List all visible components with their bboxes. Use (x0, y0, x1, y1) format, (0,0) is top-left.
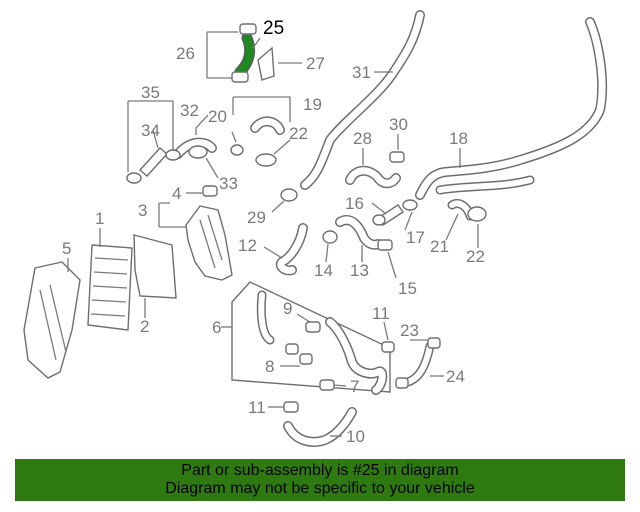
callout-31: 31 (352, 63, 371, 82)
hose-21[interactable] (447, 198, 475, 221)
hose-12[interactable] (275, 223, 308, 276)
clamp-26-lower[interactable] (231, 71, 249, 83)
shroud-3[interactable] (185, 205, 233, 281)
callout-27: 27 (306, 54, 325, 73)
callout-20: 20 (208, 107, 227, 126)
clamp-8-b[interactable] (299, 353, 313, 365)
hose-13[interactable] (335, 215, 383, 250)
callout-10: 10 (346, 427, 365, 446)
callout-14: 14 (314, 261, 333, 280)
clamp-11-lower[interactable] (283, 401, 299, 413)
callout-22-lower: 22 (466, 247, 485, 266)
clamp-15[interactable] (377, 239, 393, 251)
callout-28: 28 (353, 129, 372, 148)
clamp-8-a[interactable] (285, 343, 299, 355)
intercooler-1[interactable] (87, 244, 133, 331)
callout-5: 5 (62, 239, 71, 258)
clamp-9[interactable] (305, 321, 321, 333)
hose-28[interactable] (345, 165, 401, 189)
clamp-20[interactable] (230, 144, 244, 156)
clamp-17-a[interactable] (402, 199, 418, 211)
clamp-24-b[interactable] (395, 377, 409, 389)
callout-35: 35 (141, 83, 160, 102)
hose-6-main[interactable] (256, 290, 388, 395)
callout-4: 4 (172, 184, 181, 203)
bracket-27[interactable] (257, 46, 275, 81)
ring-14[interactable] (322, 230, 338, 244)
callout-22-upper: 22 (289, 124, 308, 143)
callout-7: 7 (350, 377, 359, 396)
clamp-30[interactable] (389, 151, 405, 163)
duct-5[interactable] (23, 261, 81, 379)
callout-32: 32 (180, 101, 199, 120)
callout-11-upper: 11 (372, 304, 390, 323)
banner-line-2: Diagram may not be specific to your vehi… (165, 480, 475, 497)
pipe-18[interactable] (415, 17, 608, 200)
pipe-31[interactable] (300, 10, 425, 190)
pipe-34[interactable] (138, 147, 169, 177)
banner-line-1: Part or sub-assembly is #25 in diagram (181, 462, 459, 479)
callout-12: 12 (238, 236, 257, 255)
bracket-2[interactable] (133, 234, 177, 299)
hose-23[interactable] (403, 341, 435, 387)
clamp-29[interactable] (280, 188, 298, 202)
clamp-11-upper[interactable] (381, 341, 395, 353)
callout-13: 13 (350, 261, 369, 280)
callout-2: 2 (140, 317, 149, 336)
callout-23: 23 (400, 321, 419, 340)
part-25-hose-highlighted[interactable] (234, 32, 256, 78)
hose-19[interactable] (250, 116, 285, 135)
callout-1: 1 (95, 209, 104, 228)
callout-24: 24 (446, 367, 465, 386)
clamp-35-b[interactable] (165, 149, 181, 161)
callout-18: 18 (449, 129, 468, 148)
hose-10[interactable] (283, 407, 357, 447)
callout-6: 6 (212, 318, 221, 337)
callout-11-lower: 11 (248, 398, 266, 417)
callout-17: 17 (406, 228, 425, 247)
info-banner: Part or sub-assembly is #25 in diagram D… (15, 459, 625, 501)
callout-29: 29 (247, 208, 266, 227)
callout-33: 33 (219, 174, 238, 193)
clamp-17-b[interactable] (372, 214, 386, 226)
clamp-35-a[interactable] (126, 172, 142, 184)
callout-9: 9 (283, 299, 292, 318)
clamp-7[interactable] (319, 379, 335, 391)
clamp-33[interactable] (188, 145, 208, 159)
callout-21: 21 (430, 237, 449, 256)
callout-34: 34 (141, 121, 160, 140)
callout-19: 19 (303, 95, 322, 114)
callout-16: 16 (345, 194, 364, 213)
ring-22-lower[interactable] (467, 206, 487, 222)
parts-diagram: 25 26 27 35 32 34 33 20 19 22 31 28 30 1… (23, 10, 608, 447)
callout-30: 30 (389, 115, 408, 134)
clamp-4[interactable] (202, 185, 218, 197)
ring-22-upper[interactable] (255, 153, 277, 167)
callout-25: 25 (263, 18, 284, 39)
callout-15: 15 (398, 279, 417, 298)
callout-26: 26 (176, 44, 195, 63)
clamp-24-a[interactable] (427, 337, 441, 349)
hose-32[interactable] (173, 137, 217, 159)
clamp-26-upper[interactable] (239, 23, 257, 35)
callout-3: 3 (138, 201, 147, 220)
callout-8: 8 (265, 357, 274, 376)
